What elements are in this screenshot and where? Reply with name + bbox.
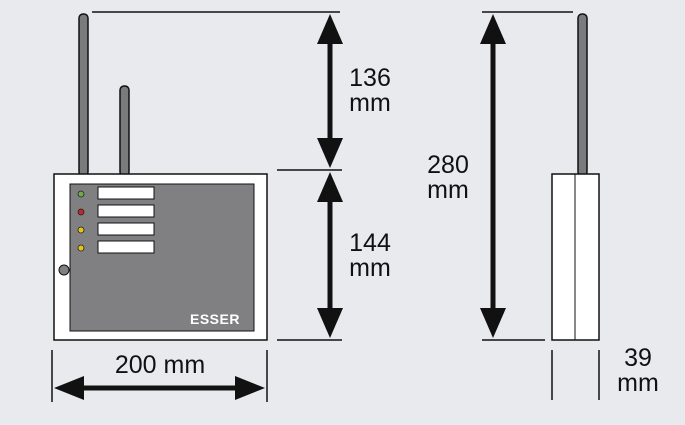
brand-logo-text: ESSER xyxy=(190,311,240,327)
total-height-value: 280 xyxy=(427,151,469,179)
label-width: 200 mm xyxy=(114,351,206,379)
status-led-yellow-1 xyxy=(77,226,85,234)
key-lock xyxy=(58,264,70,276)
label-field-2 xyxy=(97,204,155,218)
front-antenna-left xyxy=(78,13,89,177)
front-antenna-right xyxy=(119,85,130,177)
label-housing-height: 144 mm xyxy=(342,231,398,281)
status-led-yellow-2 xyxy=(77,244,85,252)
label-depth: 39 mm xyxy=(610,346,666,396)
dimension-lines xyxy=(51,11,600,402)
antenna-height-value: 136 xyxy=(349,64,391,92)
depth-value: 39 xyxy=(624,344,652,372)
label-total-height: 280 mm xyxy=(420,153,476,203)
label-antenna-height: 136 mm xyxy=(342,66,398,116)
status-led-red xyxy=(77,208,85,216)
arrow-antenna-height xyxy=(317,14,343,168)
arrow-total-height xyxy=(480,14,506,338)
label-field-3 xyxy=(97,222,155,236)
arrow-housing-height xyxy=(317,172,343,338)
front-display-panel xyxy=(69,183,255,332)
total-height-unit: mm xyxy=(427,176,469,204)
housing-height-unit: mm xyxy=(349,254,391,282)
antenna-height-unit: mm xyxy=(349,89,391,117)
depth-unit: mm xyxy=(617,369,659,397)
label-field-4 xyxy=(97,240,155,254)
housing-height-value: 144 xyxy=(349,229,391,257)
status-led-green xyxy=(77,190,85,198)
arrow-width xyxy=(54,376,265,400)
label-field-1 xyxy=(97,186,155,200)
side-antenna xyxy=(577,13,588,177)
